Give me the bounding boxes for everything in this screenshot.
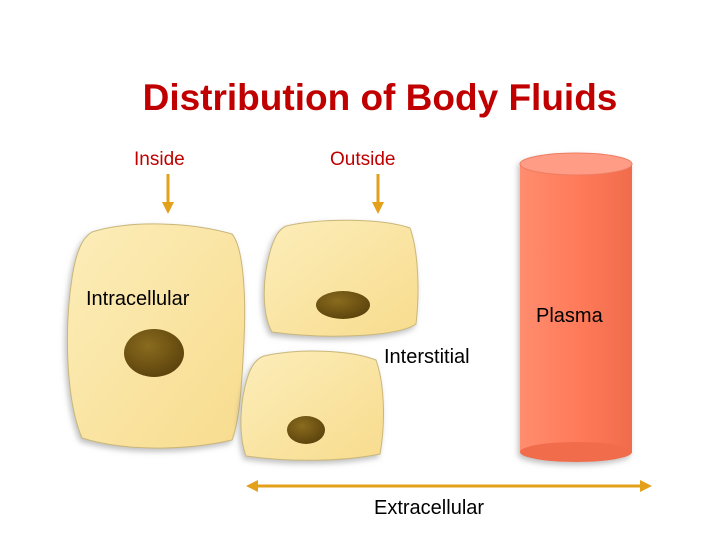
interstitial-cell-upper <box>263 219 419 337</box>
interstitial-nucleus-upper <box>316 291 370 319</box>
label-extracellular: Extracellular <box>374 497 485 519</box>
plasma-cylinder-top <box>519 152 633 176</box>
interstitial-cell-lower <box>240 350 384 461</box>
intracellular-nucleus <box>124 329 184 377</box>
label-inside: Inside <box>134 149 185 170</box>
plasma-cylinder <box>519 152 633 462</box>
label-interstitial: Interstitial <box>384 346 470 368</box>
label-outside: Outside <box>330 149 396 170</box>
label-intracellular: Intracellular <box>86 288 190 310</box>
interstitial-nucleus-lower <box>287 416 325 444</box>
page-title: Distribution of Body Fluids <box>142 77 618 118</box>
label-plasma: Plasma <box>536 305 603 327</box>
